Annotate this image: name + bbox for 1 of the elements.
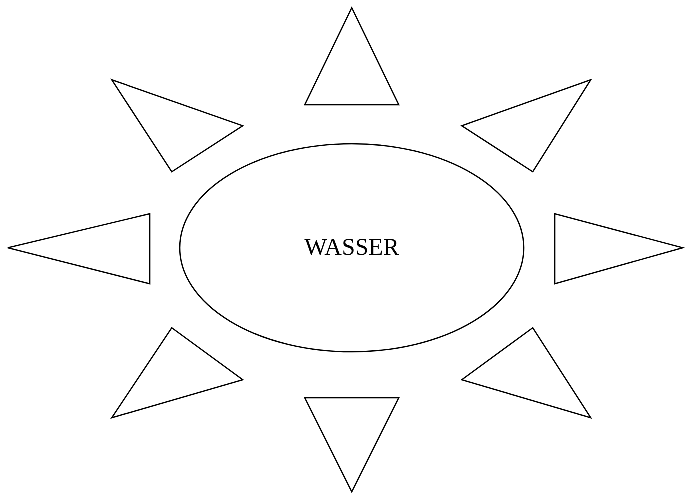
node-label: WASSER xyxy=(304,234,400,262)
